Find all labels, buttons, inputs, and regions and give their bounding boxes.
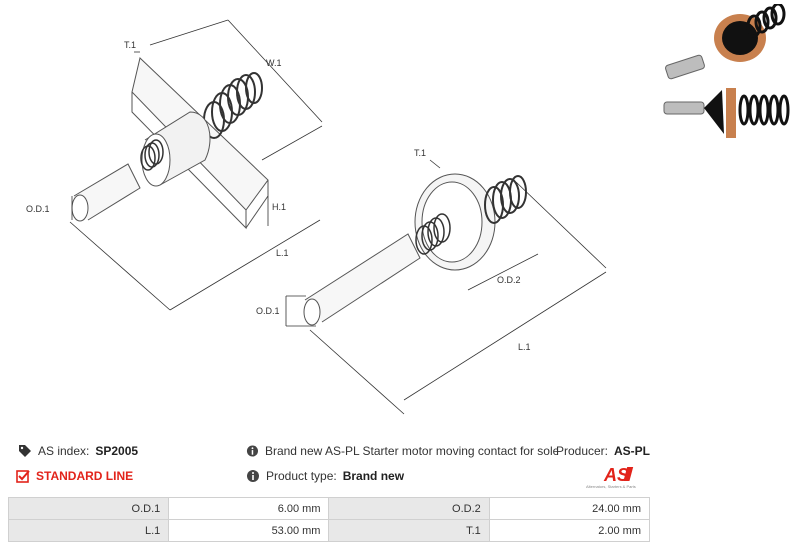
producer-value: AS-PL xyxy=(614,444,650,458)
dim-l1-right: L.1 xyxy=(518,342,531,352)
product-type-value: Brand new xyxy=(342,469,405,483)
logo-tagline: Alternators, Starters & Parts xyxy=(586,484,636,489)
spec-label: O.D.1 xyxy=(7,497,170,520)
spec-label: L.1 xyxy=(7,519,170,542)
dim-t1-right: T.1 xyxy=(414,148,426,158)
dim-od2: O.D.2 xyxy=(497,275,521,285)
spec-value: 53.00 mm xyxy=(168,519,330,542)
info-circle-icon xyxy=(247,470,259,482)
as-index-value: SP2005 xyxy=(95,444,139,458)
as-index-label: AS index: xyxy=(38,444,90,458)
table-row: O.D.1 6.00 mm O.D.2 24.00 mm xyxy=(7,497,651,520)
dim-od1-right: O.D.1 xyxy=(256,306,280,316)
svg-text:AS: AS xyxy=(603,465,629,485)
spec-value: 6.00 mm xyxy=(168,497,330,520)
dim-t1-left: T.1 xyxy=(124,40,136,50)
standard-line-row: STANDARD LINE xyxy=(16,469,133,483)
tags-icon xyxy=(19,445,31,457)
product-type-label: Product type: xyxy=(266,469,337,483)
product-type-row: Product type: Brand new xyxy=(246,469,404,483)
spec-label: O.D.2 xyxy=(328,497,490,520)
spec-label: T.1 xyxy=(328,519,490,542)
standard-line-label: STANDARD LINE xyxy=(36,469,134,483)
dim-w1: W.1 xyxy=(266,58,282,68)
specs-table: O.D.1 6.00 mm O.D.2 24.00 mm L.1 53.00 m… xyxy=(7,497,651,542)
spec-value: 2.00 mm xyxy=(488,519,651,542)
product-photo-side xyxy=(663,88,790,138)
dim-l1-left: L.1 xyxy=(276,248,289,258)
description-text: Brand new AS-PL Starter motor moving con… xyxy=(264,444,558,458)
dim-h1: H.1 xyxy=(272,202,286,212)
as-logo: AS xyxy=(603,465,634,485)
description-row: Brand new AS-PL Starter motor moving con… xyxy=(246,444,650,458)
producer-label: Producer: xyxy=(555,444,608,458)
product-photo-top xyxy=(665,4,786,80)
as-index-row: AS index: SP2005 xyxy=(18,444,138,458)
table-row: L.1 53.00 mm T.1 2.00 mm xyxy=(7,519,651,542)
check-square-icon xyxy=(16,470,30,483)
technical-drawing: T.1 W.1 H.1 O.D.1 L.1 T.1 O.D.1 O.D.2 L.… xyxy=(26,19,607,415)
dim-od1-left: O.D.1 xyxy=(26,204,50,214)
info-circle-icon xyxy=(246,445,259,457)
spec-value: 24.00 mm xyxy=(488,497,651,520)
